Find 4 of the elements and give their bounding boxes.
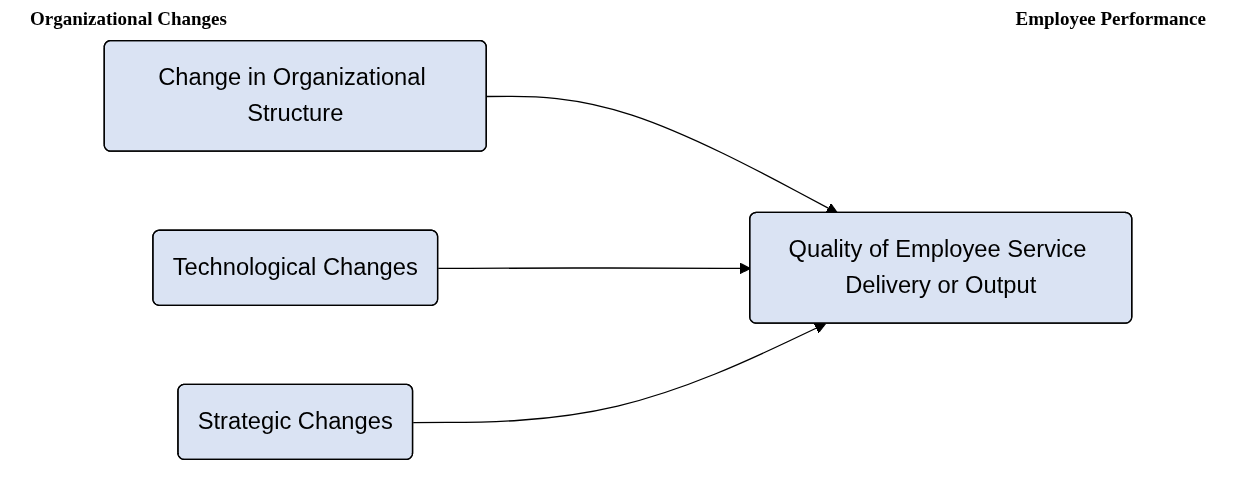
arrow (486, 95, 839, 214)
arrow (412, 323, 827, 424)
column-heading: Employee Performance (1015, 8, 1206, 30)
column-heading: Organizational Changes (30, 8, 227, 30)
